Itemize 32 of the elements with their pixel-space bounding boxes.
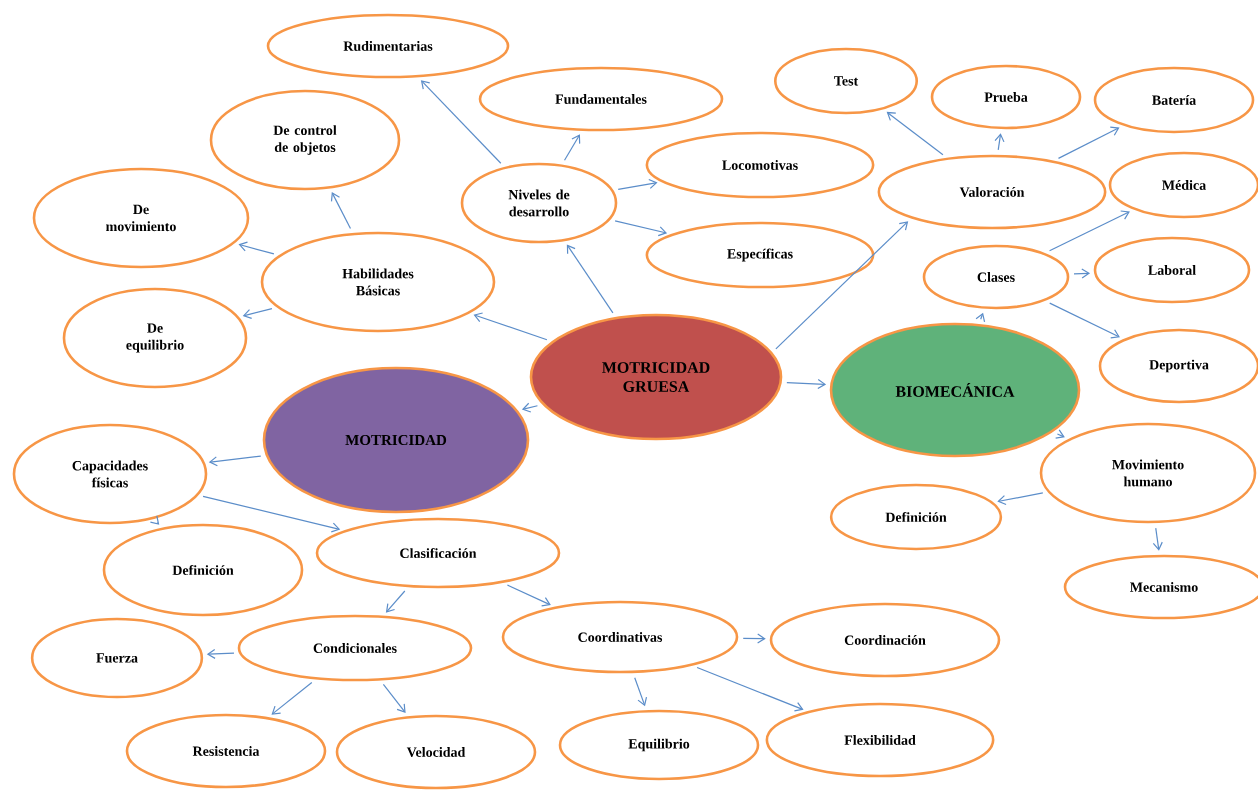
- arrow: [563, 134, 581, 161]
- arrow: [1055, 429, 1065, 439]
- arrow: [208, 455, 262, 467]
- arrow: [506, 584, 551, 607]
- arrow: [614, 220, 668, 237]
- arrow: [202, 495, 341, 533]
- arrow: [521, 402, 539, 413]
- arrow: [634, 677, 648, 707]
- arrow: [330, 192, 352, 230]
- arrow: [385, 590, 406, 613]
- arrow: [271, 681, 313, 715]
- arrow: [242, 308, 273, 319]
- arrow: [1048, 210, 1130, 252]
- arrow: [975, 312, 986, 323]
- arrow: [886, 111, 944, 156]
- arrow: [1057, 126, 1120, 159]
- arrow: [1073, 268, 1091, 279]
- arrow: [473, 312, 548, 341]
- arrow: [206, 648, 235, 659]
- arrow: [775, 221, 909, 350]
- arrow: [1152, 527, 1163, 551]
- arrow: [696, 666, 804, 712]
- arrow: [382, 683, 406, 714]
- arrow: [420, 80, 502, 164]
- arrow: [238, 241, 275, 255]
- arrow: [997, 492, 1044, 506]
- arrow: [994, 133, 1005, 151]
- arrow: [742, 633, 766, 644]
- arrow: [617, 178, 658, 190]
- arrow: [1049, 302, 1120, 339]
- arrow: [566, 244, 614, 314]
- arrow: [786, 378, 827, 390]
